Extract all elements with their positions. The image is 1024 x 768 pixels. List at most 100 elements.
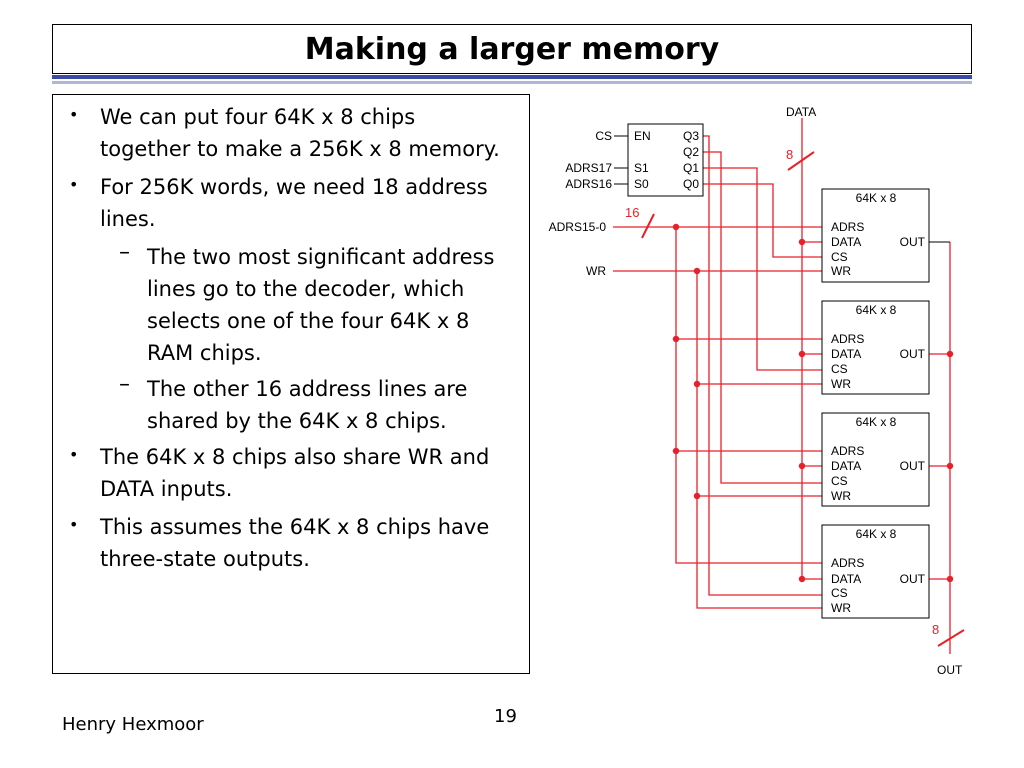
chip-data-pin: DATA	[831, 347, 861, 361]
junction-dot	[672, 447, 680, 455]
chip-box	[821, 188, 930, 283]
decoder-q1-label: Q1	[683, 161, 699, 175]
chip-title: 64K x 8	[856, 303, 897, 317]
wire-q0	[703, 183, 822, 258]
sub-bullet-item: – The two most significant address lines…	[53, 240, 507, 369]
bullet-dot-icon: •	[69, 175, 79, 194]
junction-dot	[946, 462, 954, 470]
decoder-q3-label: Q3	[683, 129, 699, 143]
chip-box	[821, 524, 930, 619]
bullet-text: We can put four 64K x 8 chips together t…	[100, 105, 500, 161]
wire-q1	[703, 167, 822, 371]
chip-data-pin: DATA	[831, 235, 861, 249]
bullet-item: • We can put four 64K x 8 chips together…	[53, 101, 500, 165]
junction-dot	[798, 575, 806, 583]
chip-data-pin: DATA	[831, 572, 861, 586]
chip-title: 64K x 8	[856, 191, 897, 205]
chip-cs-pin: CS	[831, 250, 848, 264]
chip-wr-pin: WR	[831, 489, 851, 503]
input-adrs16-label: ADRS16	[565, 177, 612, 191]
decoder-q2-label: Q2	[683, 145, 699, 159]
dash-bullet-icon: –	[119, 372, 130, 397]
decoder-s1-label: S1	[634, 161, 649, 175]
stub-group	[614, 135, 950, 243]
page-number: 19	[494, 706, 517, 727]
bullet-dot-icon: •	[69, 445, 79, 464]
chip-data-pin: DATA	[831, 459, 861, 473]
junction-dots	[672, 223, 954, 583]
chip-adrs-pin: ADRS	[831, 332, 864, 346]
chip-adrs-pin: ADRS	[831, 556, 864, 570]
junction-dot	[798, 462, 806, 470]
chip-wr-pin: WR	[831, 601, 851, 615]
input-cs-label: CS	[595, 129, 612, 143]
sub-bullet-item: – The other 16 address lines are shared …	[53, 372, 507, 437]
data-label: DATA	[786, 105, 816, 119]
title-underline	[52, 75, 972, 79]
chip-title: 64K x 8	[856, 527, 897, 541]
bullet-list: • We can put four 64K x 8 chips together…	[53, 101, 507, 581]
chip-2: 64K x 8 ADRS DATA CS WR OUT	[831, 303, 926, 391]
sub-bullet-text: The other 16 address lines are shared by…	[147, 377, 468, 433]
chip-adrs-pin: ADRS	[831, 220, 864, 234]
sub-bullet-text: The two most significant address lines g…	[147, 245, 495, 365]
decoder-q0-label: Q0	[683, 177, 699, 191]
chip-out-pin: OUT	[900, 572, 926, 586]
junction-dot	[672, 223, 680, 231]
bus-width-data: 8	[786, 147, 793, 162]
memory-circuit-diagram: DATA OUT CS ADRS17 ADRS16 ADRS15-0 WR 8 …	[549, 105, 965, 677]
bullet-item: • For 256K words, we need 18 address lin…	[53, 171, 500, 235]
chip-wr-pin: WR	[831, 264, 851, 278]
footer-author: Henry Hexmoor	[62, 714, 204, 735]
input-adrs15-0-label: ADRS15-0	[549, 220, 607, 234]
bullet-item: • This assumes the 64K x 8 chips have th…	[53, 511, 500, 575]
wire-adrs-vertical	[675, 227, 822, 564]
junction-dot	[693, 267, 701, 275]
chip-adrs-pin: ADRS	[831, 444, 864, 458]
chip-3: 64K x 8 ADRS DATA CS WR OUT	[831, 415, 926, 503]
content-box: • We can put four 64K x 8 chips together…	[52, 94, 530, 674]
bullet-item: • The 64K x 8 chips also share WR and DA…	[53, 441, 500, 505]
decoder-s0-label: S0	[634, 177, 649, 191]
input-wr-label: WR	[586, 264, 606, 278]
chip-cs-pin: CS	[831, 362, 848, 376]
chip-cs-pin: CS	[831, 586, 848, 600]
bus-slash-data	[787, 151, 815, 171]
chip-4: 64K x 8 ADRS DATA CS WR OUT	[831, 527, 926, 615]
bullet-text: The 64K x 8 chips also share WR and DATA…	[100, 445, 490, 501]
junction-dot	[672, 335, 680, 343]
chip-out-pin: OUT	[900, 235, 926, 249]
bus-width-out: 8	[932, 622, 939, 637]
bullet-text: For 256K words, we need 18 address lines…	[100, 175, 488, 231]
junction-dot	[798, 350, 806, 358]
input-adrs17-label: ADRS17	[565, 161, 612, 175]
bus-slash-out	[937, 629, 965, 647]
decoder-box	[627, 123, 704, 197]
junction-dot	[693, 380, 701, 388]
bullet-dot-icon: •	[69, 105, 79, 124]
chip-box	[821, 300, 930, 395]
chip-wr-pin: WR	[831, 377, 851, 391]
dash-bullet-icon: –	[119, 240, 130, 265]
decoder-en-label: EN	[634, 129, 651, 143]
junction-dot	[946, 575, 954, 583]
bus-slash-addr	[641, 213, 655, 239]
bullet-text: This assumes the 64K x 8 chips have thre…	[100, 515, 490, 571]
slide-title: Making a larger memory	[304, 31, 720, 67]
chip-out-pin: OUT	[900, 347, 926, 361]
chip-1: 64K x 8 ADRS DATA CS WR OUT	[831, 191, 926, 278]
title-underline-shadow	[52, 81, 972, 84]
wire-wr-vertical	[696, 271, 822, 609]
chip-out-pin: OUT	[900, 459, 926, 473]
bus-width-addr: 16	[625, 205, 639, 220]
chip-title: 64K x 8	[856, 415, 897, 429]
chip-cs-pin: CS	[831, 474, 848, 488]
bullet-dot-icon: •	[69, 515, 79, 534]
junction-dot	[693, 492, 701, 500]
title-box: Making a larger memory	[52, 24, 972, 74]
out-label: OUT	[937, 663, 963, 677]
chip-box	[821, 412, 930, 507]
wire-q2	[703, 151, 822, 484]
junction-dot	[798, 238, 806, 246]
wire-q3	[703, 135, 822, 596]
